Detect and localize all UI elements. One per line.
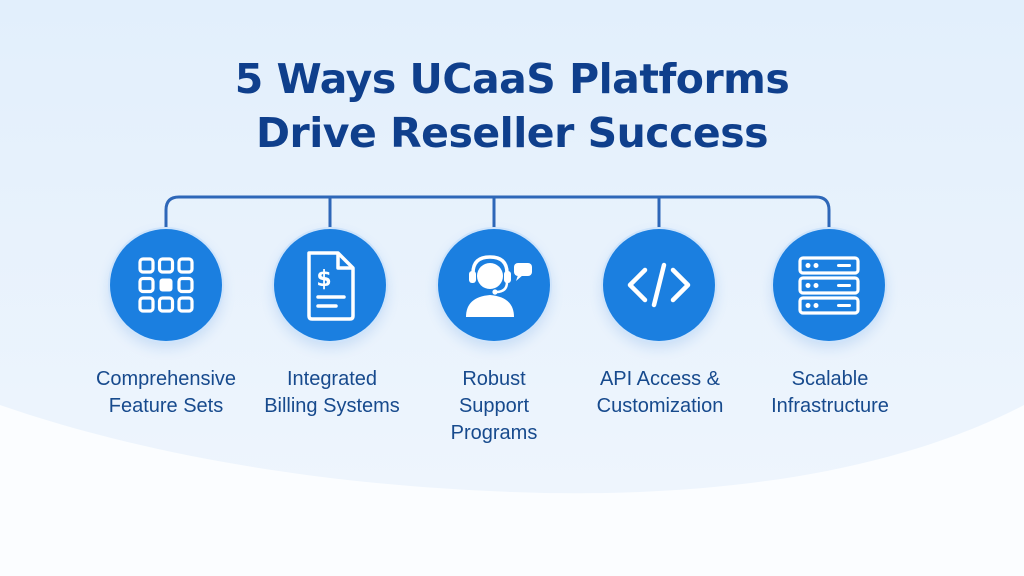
page-title: 5 Ways UCaaS Platforms Drive Reseller Su… — [0, 52, 1024, 160]
label-line: Comprehensive — [95, 368, 237, 390]
label-line: Robust — [462, 368, 526, 390]
support-programs-node — [438, 229, 550, 341]
label-infrastructure: Scalable Infrastructure — [735, 366, 925, 420]
svg-text:$: $ — [316, 267, 331, 292]
label-api-customization: API Access & Customization — [565, 366, 755, 420]
label-support-programs: Robust Support Programs — [399, 366, 589, 447]
label-line: Programs — [450, 422, 538, 444]
title-line-1: 5 Ways UCaaS Platforms — [234, 55, 790, 103]
api-customization-node — [603, 229, 715, 341]
title-line-2: Drive Reseller Success — [255, 109, 769, 157]
billing-systems-node: $ — [274, 229, 386, 341]
code-brackets-icon — [627, 262, 691, 308]
support-agent-headset-icon — [466, 255, 532, 317]
connector-bar — [164, 195, 831, 231]
server-stack-icon — [798, 256, 860, 315]
grid-apps-icon — [138, 257, 194, 313]
infrastructure-node — [773, 229, 885, 341]
label-line: API Access & — [599, 368, 721, 390]
label-line: Feature Sets — [108, 395, 224, 417]
label-billing-systems: Integrated Billing Systems — [237, 366, 427, 420]
label-line: Support — [458, 395, 530, 417]
label-line: Scalable — [791, 368, 869, 390]
feature-sets-node — [110, 229, 222, 341]
invoice-dollar-icon: $ — [307, 251, 355, 321]
label-line: Customization — [596, 395, 724, 417]
label-line: Infrastructure — [771, 395, 889, 417]
label-line: Billing Systems — [264, 395, 400, 417]
label-feature-sets: Comprehensive Feature Sets — [71, 366, 261, 420]
label-line: Integrated — [286, 368, 378, 390]
